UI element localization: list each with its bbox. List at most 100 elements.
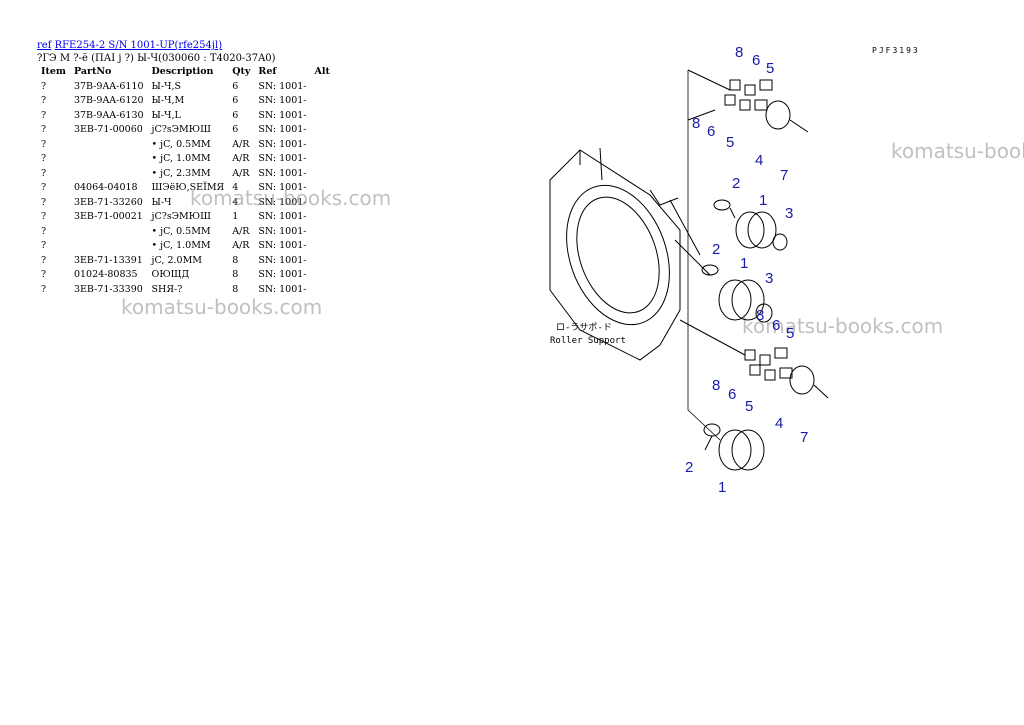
row-description: Ы-Ч,L (151, 109, 181, 121)
row-ref: SN: 1001- (258, 254, 307, 266)
callout-label: 8 (735, 44, 743, 61)
row-qty: 8 (232, 283, 239, 295)
callout-label: 1 (759, 192, 767, 209)
callout-label: 6 (707, 123, 715, 140)
row-item: ? (41, 225, 47, 237)
row-item: ? (41, 109, 47, 121)
row-qty: 6 (232, 95, 239, 106)
row-partno: 3EB-71-33390 (73, 283, 143, 295)
row-description: jC?sЭМЮШ (151, 211, 211, 222)
callout-label: 7 (800, 429, 808, 446)
row-item: ? (41, 211, 47, 222)
row-qty: A/R (232, 138, 250, 150)
row-alt (311, 210, 334, 225)
callout-label: 2 (685, 459, 693, 476)
housing-inner-bore (576, 196, 660, 314)
row-partno: 37B-9AA-6130 (73, 109, 144, 121)
row-alt (311, 80, 334, 95)
row-qty: 6 (232, 124, 239, 135)
row-alt (311, 94, 334, 109)
row-ref: SN: 1001- (258, 283, 307, 295)
callout-label: 1 (718, 479, 726, 496)
callout-label: 4 (755, 152, 763, 169)
callout-label: 6 (752, 52, 760, 69)
row-description: • jC, 0.5MM (151, 138, 211, 150)
watermark: komatsu-books.com (121, 295, 323, 319)
row-alt (311, 254, 334, 269)
row-partno (70, 239, 148, 254)
ref-link[interactable]: ref (37, 40, 52, 51)
row-partno: 3EB-71-00021 (73, 211, 143, 222)
row-description: ШЭёЮ,SEЇМЯ (151, 182, 225, 193)
row-item: ? (41, 153, 47, 164)
row-ref: SN: 1001- (258, 196, 307, 208)
row-partno (70, 138, 148, 153)
row-ref: SN: 1001- (258, 240, 307, 251)
row-ref: SN: 1001- (258, 153, 307, 164)
row-partno: 04064-04018 (73, 182, 138, 193)
row-qty: 6 (232, 80, 239, 92)
row-alt (311, 109, 334, 124)
callout-label: 5 (786, 325, 794, 342)
row-qty: A/R (232, 153, 250, 164)
row-alt (311, 167, 334, 182)
row-partno (70, 167, 148, 182)
row-alt (311, 152, 334, 167)
row-partno: 3EB-71-33260 (73, 196, 143, 208)
row-item: ? (41, 138, 47, 150)
row-qty: 8 (232, 254, 239, 266)
row-qty: 4 (232, 182, 239, 193)
callout-label: 7 (780, 167, 788, 184)
row-item: ? (41, 254, 47, 266)
row-description: • jC, 1.0MM (151, 153, 211, 164)
row-ref: SN: 1001- (258, 138, 307, 150)
row-description: Ы-Ч,S (151, 80, 181, 92)
row-ref: SN: 1001- (258, 225, 307, 237)
col-alt: Alt (314, 66, 330, 77)
row-partno: 3EB-71-13391 (73, 254, 143, 266)
table-row: ? • jC, 0.5MM A/R SN: 1001- (37, 138, 334, 153)
row-partno (70, 152, 148, 167)
row-alt (311, 123, 334, 138)
callout-label: 1 (740, 255, 748, 272)
row-description: jC, 2.0MM (151, 254, 203, 266)
row-item: ? (41, 80, 47, 92)
row-ref: SN: 1001- (258, 124, 307, 135)
row-description: SHЯ-? (151, 283, 183, 295)
row-description: jC?sЭМЮШ (151, 124, 211, 135)
watermark: komatsu-books.com (190, 186, 392, 210)
callout-label: 6 (728, 386, 736, 403)
row-partno: 01024-80835 (73, 269, 138, 280)
col-ref: Ref (258, 66, 277, 77)
row-ref: SN: 1001- (258, 211, 307, 222)
row-alt (311, 225, 334, 240)
callout-label: 8 (712, 377, 720, 394)
header-links: ref RFE254-2 S/N 1001-UP(rfe254jl) (37, 39, 222, 52)
row-alt (311, 138, 334, 153)
callout-label: 5 (766, 60, 774, 77)
callout-label: 6 (772, 317, 780, 334)
row-ref: SN: 1001- (258, 269, 307, 280)
housing-outline (549, 149, 681, 361)
row-ref: SN: 1001- (258, 182, 307, 193)
callout-label: 4 (775, 415, 783, 432)
callout-label: 3 (785, 205, 793, 222)
col-item: Item (41, 66, 66, 77)
page-subtitle: ?ГЭ М ?-ё (ПАI j ?) Ы-Ч(030060 : T4020-3… (37, 53, 276, 64)
row-description: • jC, 0.5MM (151, 225, 211, 237)
model-link[interactable]: RFE254-2 S/N 1001-UP(rfe254jl) (54, 40, 223, 51)
row-item: ? (41, 240, 47, 251)
callout-label: 8 (692, 115, 700, 132)
row-qty: 6 (232, 109, 239, 121)
